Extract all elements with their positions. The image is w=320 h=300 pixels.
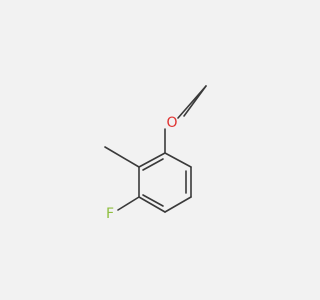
atom-fluorine-label: F [106, 206, 114, 222]
ring-bond-c3-c4 [138, 196, 166, 213]
ring-bond-c1-c2 [138, 152, 166, 168]
bond-ring-fluorine [117, 196, 140, 211]
ring-bond-c4-c5 [164, 196, 192, 213]
ring-bond-c6-c1 [164, 152, 192, 168]
ring-double-bond-inner-1 [142, 158, 164, 171]
atom-oxygen-label: O [166, 115, 177, 131]
ring-double-bond-inner-2 [142, 194, 164, 207]
bond-ch2-oxygen [177, 85, 207, 119]
molecule-structure: O F [104, 85, 207, 222]
bond-ring-methyl [104, 146, 140, 168]
